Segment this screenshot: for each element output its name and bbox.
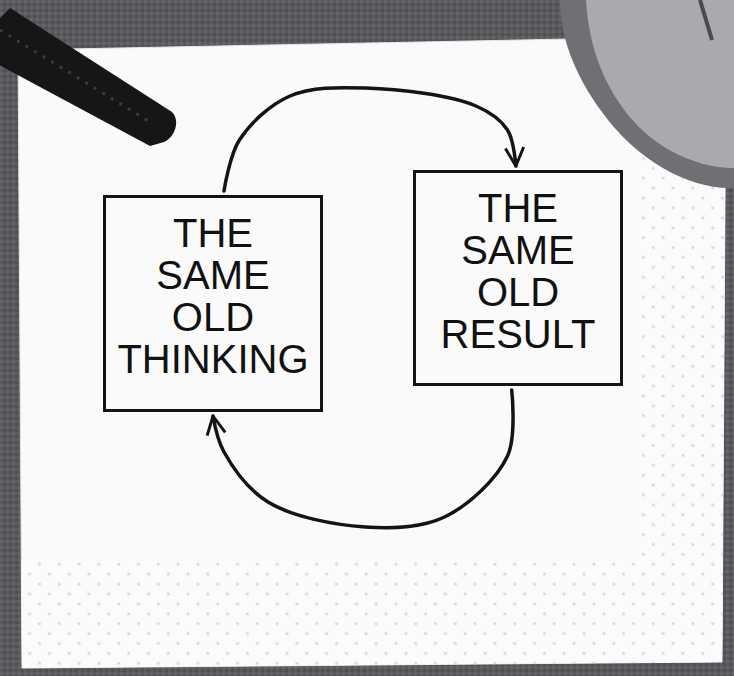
pen [0,8,176,146]
process-box: THE SAME OLD RESULT [413,170,623,386]
mouse-wheel [700,0,712,40]
box-text: THE SAME OLD THINKING [117,212,308,380]
mouse-top [586,0,734,168]
mouse-shell [560,0,734,188]
mouse [560,0,734,188]
pen-body [0,8,176,146]
emboss-band-bottom [18,560,730,670]
process-box: THE SAME OLD THINKING [103,195,323,412]
curved-arrow [224,88,516,191]
box-text: THE SAME OLD RESULT [441,187,596,355]
pen-grip [0,30,150,122]
